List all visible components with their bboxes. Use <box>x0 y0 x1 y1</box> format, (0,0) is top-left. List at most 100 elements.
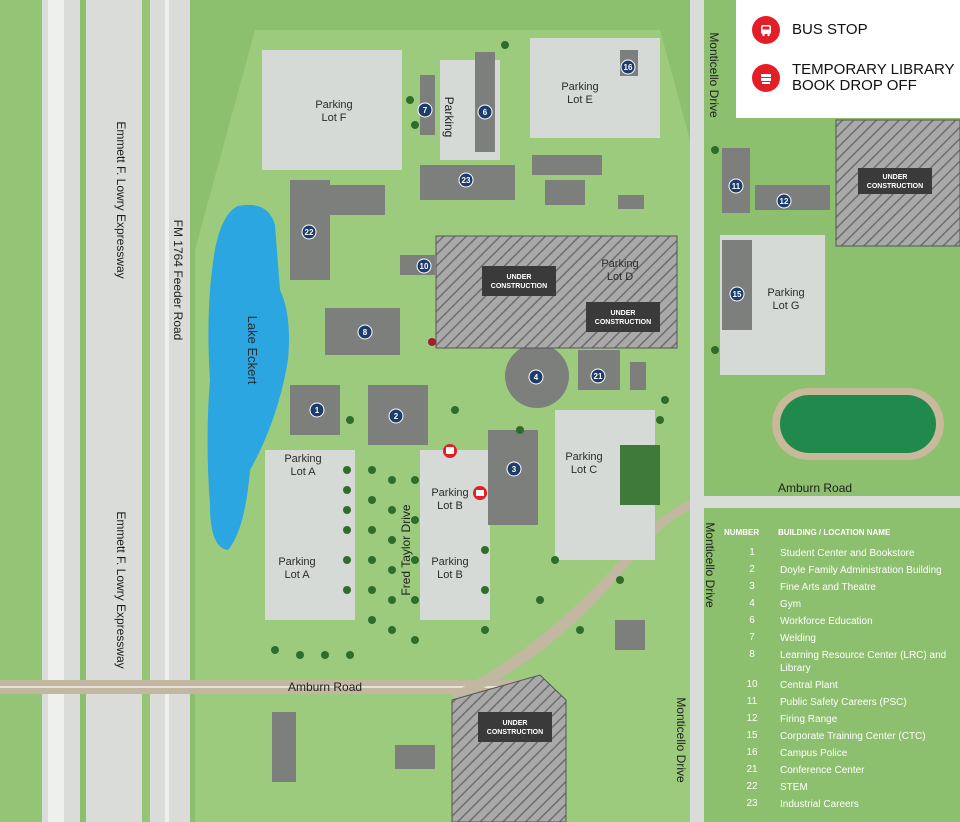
table-header: NUMBER BUILDING / LOCATION NAME <box>724 528 956 537</box>
green-area <box>620 445 660 505</box>
row-number: 11 <box>746 696 758 707</box>
table-row: 7 Welding <box>724 632 956 645</box>
road-emmett-top: Emmett F. Lowry Expressway <box>114 121 128 278</box>
row-number: 21 <box>746 764 758 775</box>
legend-bus-stop-label: BUS STOP <box>792 21 868 38</box>
building-badge-15[interactable]: 15 <box>729 286 745 302</box>
map-legend: BUS STOP TEMPORARY LIBRARY BOOK DROP OFF <box>736 0 960 118</box>
col-name: BUILDING / LOCATION NAME <box>778 528 891 537</box>
books-icon <box>752 64 780 92</box>
building-badge-8[interactable]: 8 <box>357 324 373 340</box>
svg-text:15: 15 <box>733 290 742 299</box>
lake-label: Lake Eckert <box>245 316 260 385</box>
road-monticello-bottom: Monticello Drive <box>674 697 688 783</box>
legend-book-drop: TEMPORARY LIBRARY BOOK DROP OFF <box>752 62 955 94</box>
col-number: NUMBER <box>724 528 760 537</box>
table-row: 15 Corporate Training Center (CTC) <box>724 730 956 743</box>
building-badge-7[interactable]: 7 <box>417 102 433 118</box>
row-name: Welding <box>780 633 816 644</box>
svg-text:3: 3 <box>512 465 517 474</box>
row-number: 16 <box>746 747 758 758</box>
building-badge-6[interactable]: 6 <box>477 104 493 120</box>
bus-icon <box>752 16 780 44</box>
trees <box>271 41 719 659</box>
svg-text:8: 8 <box>363 328 368 337</box>
building-badge-21[interactable]: 21 <box>590 368 606 384</box>
svg-text:2: 2 <box>394 412 399 421</box>
bus-stop-marker[interactable] <box>443 444 457 458</box>
row-number: 2 <box>749 564 755 575</box>
buildings <box>272 50 830 782</box>
building-badge-10[interactable]: 10 <box>416 258 432 274</box>
road-fm1764: FM 1764 Feeder Road <box>171 220 185 341</box>
building-badge-4[interactable]: 4 <box>528 369 544 385</box>
building-badge-12[interactable]: 12 <box>776 193 792 209</box>
book-drop-marker[interactable] <box>473 486 487 500</box>
building-badge-1[interactable]: 1 <box>309 402 325 418</box>
road-amburn-east: Amburn Road <box>778 481 852 495</box>
svg-text:11: 11 <box>732 182 741 191</box>
row-number: 3 <box>749 581 755 592</box>
row-number: 6 <box>749 615 755 626</box>
svg-text:22: 22 <box>305 228 314 237</box>
building-badge-2[interactable]: 2 <box>388 408 404 424</box>
row-name: STEM <box>780 782 808 793</box>
legend-bus-stop: BUS STOP <box>752 16 868 44</box>
row-number: 8 <box>749 649 755 660</box>
road-parking-vertical: Parking <box>442 97 456 138</box>
road-amburn-west: Amburn Road <box>288 680 362 694</box>
building-badge-16[interactable]: 16 <box>620 59 636 75</box>
row-number: 10 <box>746 679 758 690</box>
table-row: 22 STEM <box>724 781 956 794</box>
row-name: Public Safety Careers (PSC) <box>780 697 907 708</box>
road-monticello-mid: Monticello Drive <box>703 522 717 608</box>
row-name: Workforce Education <box>780 616 873 627</box>
building-badge-23[interactable]: 23 <box>458 172 474 188</box>
building-badge-22[interactable]: 22 <box>301 224 317 240</box>
row-number: 7 <box>749 632 755 643</box>
road-monticello-top: Monticello Drive <box>707 32 721 118</box>
row-name: Central Plant <box>780 680 838 691</box>
building-badge-11[interactable]: 11 <box>728 178 744 194</box>
svg-text:4: 4 <box>534 373 539 382</box>
monticello-drive <box>690 0 704 822</box>
lake-eckert <box>207 204 289 550</box>
row-name: Corporate Training Center (CTC) <box>780 731 926 742</box>
building-badge-3[interactable]: 3 <box>506 461 522 477</box>
row-number: 15 <box>746 730 758 741</box>
row-number: 23 <box>746 798 758 809</box>
row-number: 22 <box>746 781 758 792</box>
row-name: Student Center and Bookstore <box>780 548 915 559</box>
table-row: 6 Workforce Education <box>724 615 956 628</box>
construction-zones <box>435 119 960 822</box>
running-track <box>772 388 944 460</box>
row-number: 12 <box>746 713 758 724</box>
amburn-road-east <box>700 496 960 508</box>
location-dot <box>428 338 436 346</box>
